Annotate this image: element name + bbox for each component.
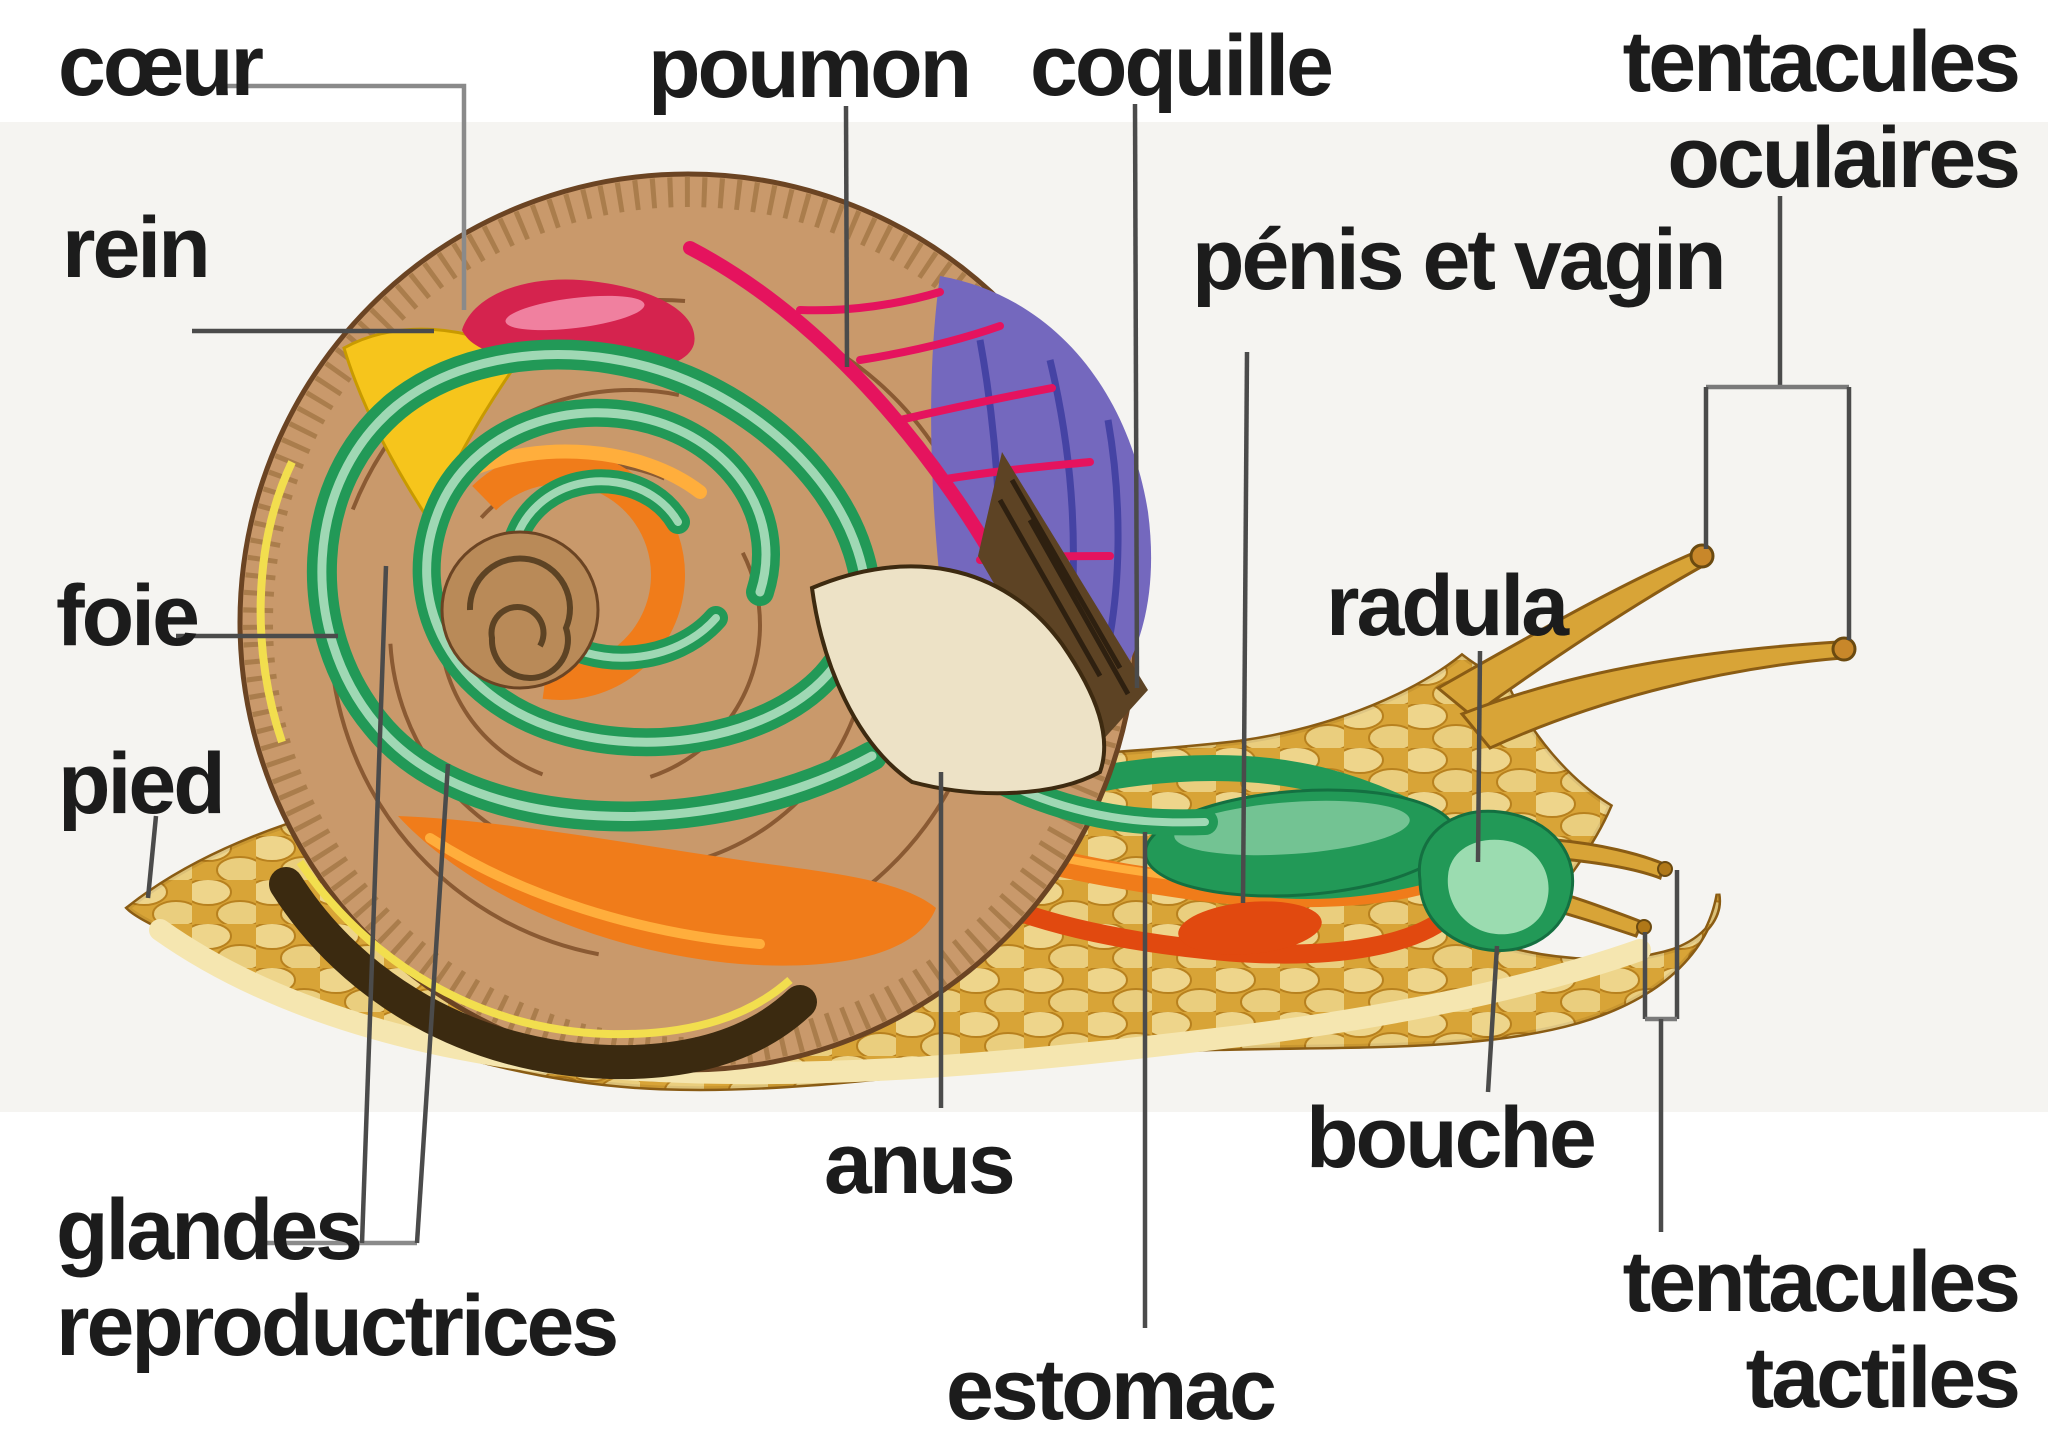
shell-spiral-center bbox=[440, 530, 600, 690]
label-glandes-reproductrices: glandes reproductrices bbox=[56, 1182, 619, 1374]
label-anus: anus bbox=[824, 1116, 1016, 1212]
label-penis-et-vagin: pénis et vagin bbox=[1192, 212, 1726, 308]
label-tentacules-oculaires: tentacules oculaires bbox=[1622, 14, 2021, 206]
label-radula: radula bbox=[1326, 558, 1569, 654]
eye-knob-upper bbox=[1689, 543, 1715, 569]
label-foie: foie bbox=[56, 568, 200, 664]
label-tentacules-tactiles-line1: tentacules bbox=[1622, 1234, 2021, 1330]
leader-tentacules-tactiles bbox=[1642, 870, 1680, 1232]
shell-aperture-cone bbox=[978, 452, 1148, 752]
label-pied: pied bbox=[58, 736, 226, 832]
leader-bouche bbox=[1485, 945, 1500, 1093]
tactile-knob-upper bbox=[1657, 861, 1673, 877]
label-tentacules-tactiles: tentacules tactiles bbox=[1622, 1234, 2021, 1426]
shell bbox=[237, 171, 1218, 1080]
label-bouche: bouche bbox=[1306, 1090, 1597, 1186]
leader-glandes-reproductrices bbox=[262, 565, 451, 1246]
label-coeur: cœur bbox=[58, 18, 264, 114]
leader-poumon bbox=[843, 105, 850, 368]
label-glandes-line1: glandes bbox=[56, 1182, 363, 1278]
mantle-collar bbox=[809, 564, 1107, 796]
head-and-tentacles bbox=[1435, 543, 1857, 950]
eye-knob-lower bbox=[1831, 636, 1857, 662]
label-tentacules-oculaires-line2: oculaires bbox=[1667, 110, 2021, 206]
label-coquille: coquille bbox=[1030, 18, 1334, 114]
label-estomac: estomac bbox=[946, 1342, 1277, 1437]
penis-vagina-organ bbox=[1178, 901, 1322, 955]
leader-pied bbox=[145, 815, 159, 899]
tactile-knob-lower bbox=[1636, 919, 1652, 935]
leader-radula bbox=[1475, 650, 1483, 863]
shell-dark-edge bbox=[269, 867, 817, 1080]
label-tentacules-oculaires-line1: tentacules bbox=[1622, 14, 2021, 110]
leader-coquille bbox=[1132, 103, 1140, 689]
label-poumon: poumon bbox=[648, 20, 972, 116]
leader-tentacules-oculaires bbox=[1703, 196, 1852, 640]
shell-edge-yellow-left bbox=[256, 460, 296, 744]
shell-edge-yellow-bottom bbox=[296, 859, 793, 1039]
leader-coeur bbox=[218, 83, 467, 310]
digestive-gland-lower bbox=[398, 816, 936, 966]
label-glandes-line2: reproductrices bbox=[56, 1278, 619, 1374]
tactile-tentacle-upper bbox=[1550, 838, 1666, 880]
leader-lines bbox=[145, 83, 1852, 1328]
label-rein: rein bbox=[62, 200, 211, 296]
leader-penis-et-vagin bbox=[1240, 351, 1250, 904]
label-tentacules-tactiles-line2: tactiles bbox=[1745, 1330, 2021, 1426]
